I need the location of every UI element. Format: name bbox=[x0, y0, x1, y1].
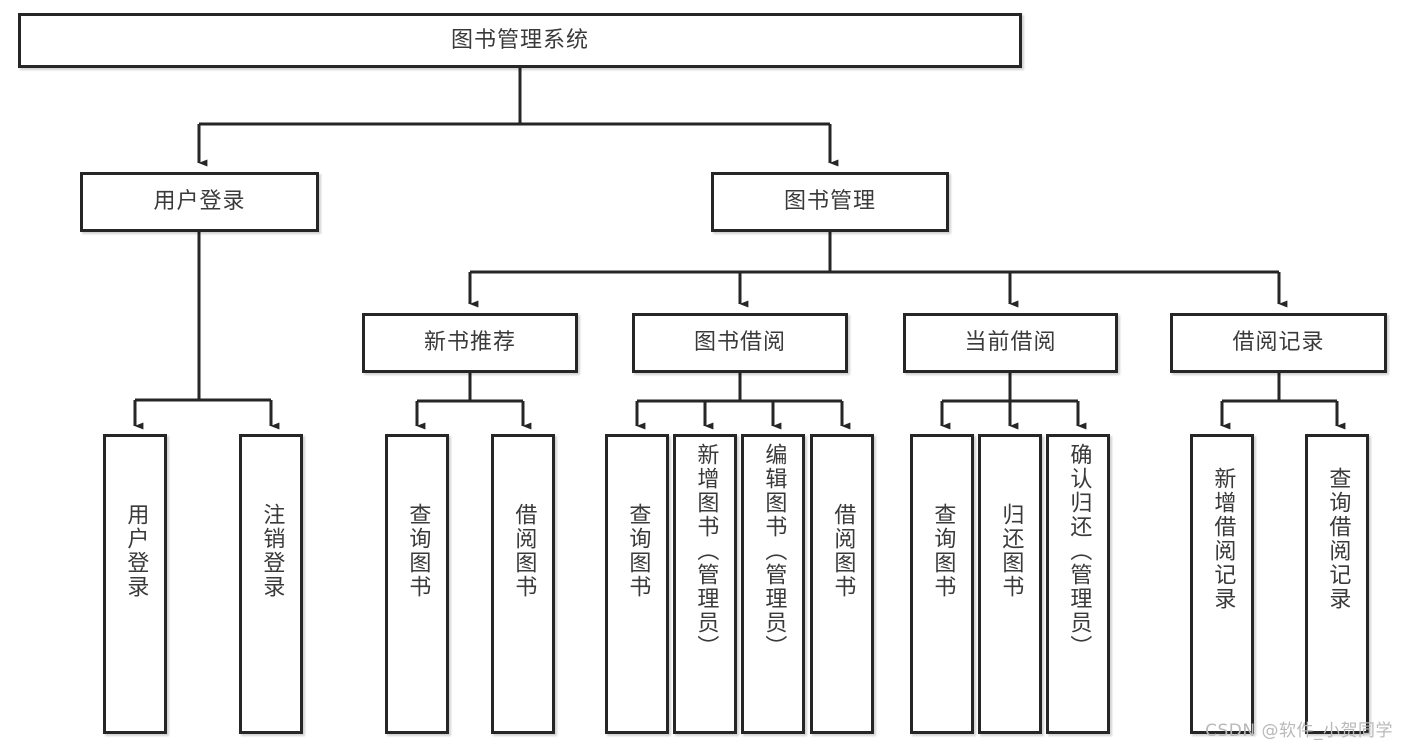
leaf-node-query-book-2[interactable]: 查询图书 bbox=[605, 434, 669, 734]
node-label: 查询图书 bbox=[625, 503, 651, 599]
node-label: 查询借阅记录 bbox=[1325, 467, 1351, 611]
node-label: 注销登录 bbox=[259, 503, 285, 599]
node-label: 查询图书 bbox=[405, 503, 431, 599]
node-user-login[interactable]: 用户登录 bbox=[80, 172, 319, 232]
node-label: 新增图书（管理员） bbox=[693, 443, 719, 659]
leaf-node-edit-book[interactable]: 编辑图书（管理员） bbox=[741, 434, 805, 734]
node-label: 归还图书 bbox=[998, 503, 1024, 599]
leaf-node-add-record[interactable]: 新增借阅记录 bbox=[1190, 434, 1254, 734]
node-label: 编辑图书（管理员） bbox=[761, 443, 787, 659]
csdn-watermark: CSDN @软件_小贺同学 bbox=[1205, 721, 1393, 741]
node-label: 借阅图书 bbox=[511, 503, 537, 599]
leaf-node-borrow-book-2[interactable]: 借阅图书 bbox=[810, 434, 874, 734]
node-new-book-recommend[interactable]: 新书推荐 bbox=[362, 313, 578, 373]
leaf-node-user-login[interactable]: 用户登录 bbox=[103, 434, 167, 734]
node-label: 用户登录 bbox=[123, 503, 149, 599]
node-label: 图书管理 bbox=[783, 189, 876, 214]
node-label: 新增借阅记录 bbox=[1210, 467, 1236, 611]
leaf-node-query-book-3[interactable]: 查询图书 bbox=[910, 434, 974, 734]
node-label: 用户登录 bbox=[153, 189, 246, 214]
node-book-borrow[interactable]: 图书借阅 bbox=[632, 313, 848, 373]
node-label: 图书管理系统 bbox=[450, 27, 589, 53]
leaf-node-borrow-book-1[interactable]: 借阅图书 bbox=[491, 434, 555, 734]
node-label: 当前借阅 bbox=[964, 330, 1057, 355]
node-book-management-system[interactable]: 图书管理系统 bbox=[18, 13, 1022, 68]
node-label: 确认归还（管理员） bbox=[1066, 443, 1092, 659]
node-label: 图书借阅 bbox=[693, 330, 786, 355]
node-book-management[interactable]: 图书管理 bbox=[711, 172, 949, 232]
node-label: 借阅记录 bbox=[1232, 330, 1325, 355]
node-current-borrow[interactable]: 当前借阅 bbox=[903, 313, 1118, 373]
node-label: 借阅图书 bbox=[830, 503, 856, 599]
leaf-node-confirm-return[interactable]: 确认归还（管理员） bbox=[1046, 434, 1110, 734]
leaf-node-logout-login[interactable]: 注销登录 bbox=[239, 434, 303, 734]
leaf-node-return-book[interactable]: 归还图书 bbox=[978, 434, 1042, 734]
leaf-node-query-record[interactable]: 查询借阅记录 bbox=[1305, 434, 1369, 734]
leaf-node-add-book[interactable]: 新增图书（管理员） bbox=[673, 434, 737, 734]
leaf-node-query-book-1[interactable]: 查询图书 bbox=[385, 434, 449, 734]
node-borrow-record[interactable]: 借阅记录 bbox=[1170, 313, 1387, 373]
node-label: 查询图书 bbox=[930, 503, 956, 599]
node-label: 新书推荐 bbox=[423, 330, 516, 355]
